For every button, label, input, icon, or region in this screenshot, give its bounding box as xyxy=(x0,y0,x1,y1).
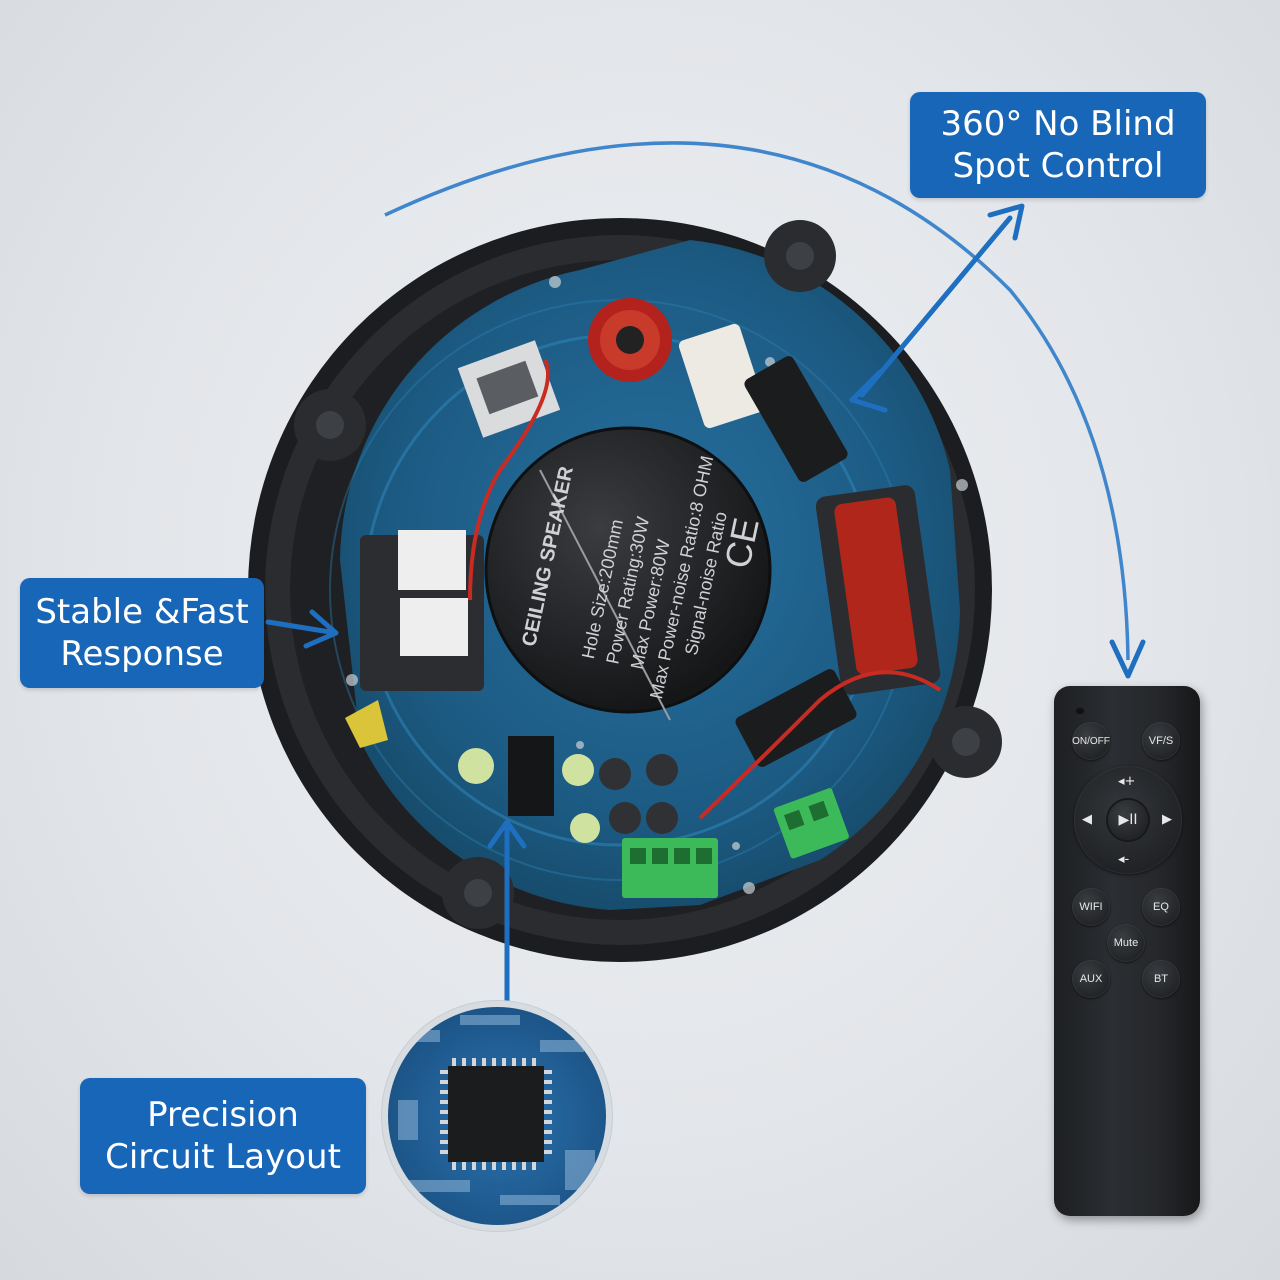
ce-mark-text: CE xyxy=(716,514,767,571)
dpad: ◂+ ◀ ▶ ◂- ▶II xyxy=(1074,766,1182,874)
callout-circuit-line2: Circuit Layout xyxy=(105,1137,341,1177)
terminal-block-2pin xyxy=(773,788,849,859)
prev-button[interactable]: ◀ xyxy=(1082,812,1092,827)
callout-blind-spot-line2: Spot Control xyxy=(952,146,1164,186)
aux-button[interactable]: AUX xyxy=(1072,960,1110,998)
component-block xyxy=(744,356,848,482)
curved-arrow xyxy=(384,141,1130,661)
terminal-block-4pin xyxy=(622,838,718,898)
wifi-module xyxy=(360,530,484,691)
vfs-button[interactable]: VF/S xyxy=(1142,722,1180,760)
remote-control: ON/OFF VF/S ◂+ ◀ ▶ ◂- ▶II WIFI EQ Mute A… xyxy=(1054,686,1200,1216)
eq-button[interactable]: EQ xyxy=(1142,888,1180,926)
electrolytic-capacitors xyxy=(458,748,678,843)
red-wire xyxy=(468,359,550,601)
callout-circuit-line1: Precision xyxy=(147,1095,299,1135)
arrow-to-response xyxy=(265,619,333,635)
callout-response-line2: Response xyxy=(60,634,224,674)
callout-blind-spot-line1: 360° No Blind xyxy=(940,104,1176,144)
callout-stable-response: Stable &Fast Response xyxy=(20,578,264,688)
circuit-zoom-inset xyxy=(381,1000,613,1232)
inductor-coil-top xyxy=(588,298,672,382)
mute-button[interactable]: Mute xyxy=(1107,924,1145,962)
curved-arrow-head xyxy=(1109,639,1146,679)
next-button[interactable]: ▶ xyxy=(1162,812,1172,827)
speaker-magnet xyxy=(484,426,772,721)
on-off-button[interactable]: ON/OFF xyxy=(1072,722,1110,760)
qfp-chip xyxy=(448,1066,544,1162)
ir-led-icon xyxy=(1076,708,1084,714)
callout-blind-spot-control: 360° No Blind Spot Control xyxy=(910,92,1206,198)
callout-precision-circuit: Precision Circuit Layout xyxy=(80,1078,366,1194)
inductor-coil-right xyxy=(815,485,941,695)
heatsink xyxy=(508,736,554,816)
volume-down-button[interactable]: ◂- xyxy=(1118,852,1130,867)
red-wire-2 xyxy=(698,670,942,820)
callout-response-line1: Stable &Fast xyxy=(35,592,249,632)
volume-up-button[interactable]: ◂+ xyxy=(1118,774,1136,789)
wifi-button[interactable]: WIFI xyxy=(1072,888,1110,926)
bt-button[interactable]: BT xyxy=(1142,960,1180,998)
arrow-to-blind-spot xyxy=(859,215,1013,398)
resistor xyxy=(678,323,766,429)
play-pause-button[interactable]: ▶II xyxy=(1108,800,1148,840)
